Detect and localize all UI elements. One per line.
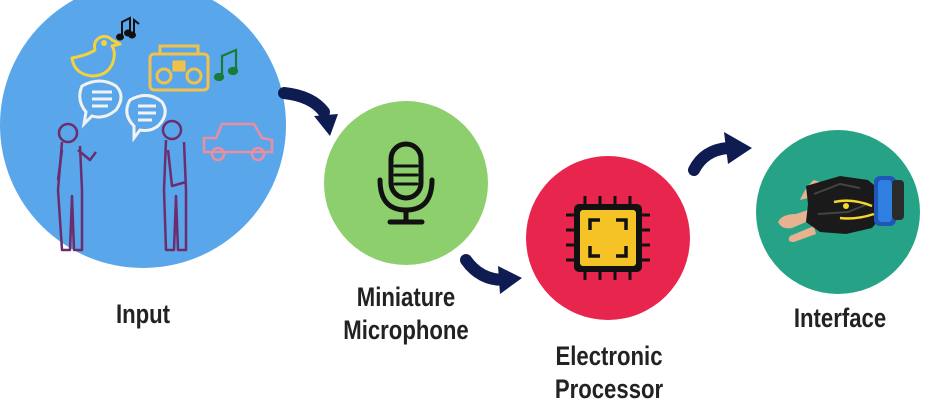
microphone-label: Miniature Microphone (334, 281, 478, 347)
speech-bubble-icon (125, 94, 167, 143)
input-label: Input (98, 298, 188, 331)
microphone-node (324, 101, 488, 265)
processor-label: Electronic Processor (548, 340, 671, 406)
music-note-icon (213, 48, 239, 82)
input-label-text: Input (115, 299, 171, 329)
processor-chip-icon (566, 196, 650, 280)
curved-arrow-icon (460, 254, 522, 294)
person-icon (56, 122, 97, 252)
curved-arrow-icon (278, 87, 338, 136)
interface-label-text: Interface (793, 303, 887, 333)
microphone-label-line2: Microphone (343, 315, 469, 345)
microphone-icon (377, 141, 435, 225)
glove-hand-icon (778, 176, 904, 242)
input-circle (0, 0, 286, 268)
microphone-label-line1: Miniature (356, 282, 456, 312)
processor-label-line2: Processor (554, 374, 664, 404)
car-icon (202, 122, 274, 162)
music-note-icon (116, 16, 140, 41)
interface-node (756, 130, 920, 294)
input-node (0, 0, 286, 268)
bird-icon (70, 34, 122, 78)
interface-label: Interface (784, 302, 896, 335)
processor-node (526, 156, 690, 320)
boombox-icon (148, 44, 210, 92)
person-icon (161, 119, 188, 252)
processor-label-line1: Electronic (555, 341, 663, 371)
speech-bubble-icon (78, 79, 123, 129)
curved-arrow-icon (688, 132, 752, 176)
